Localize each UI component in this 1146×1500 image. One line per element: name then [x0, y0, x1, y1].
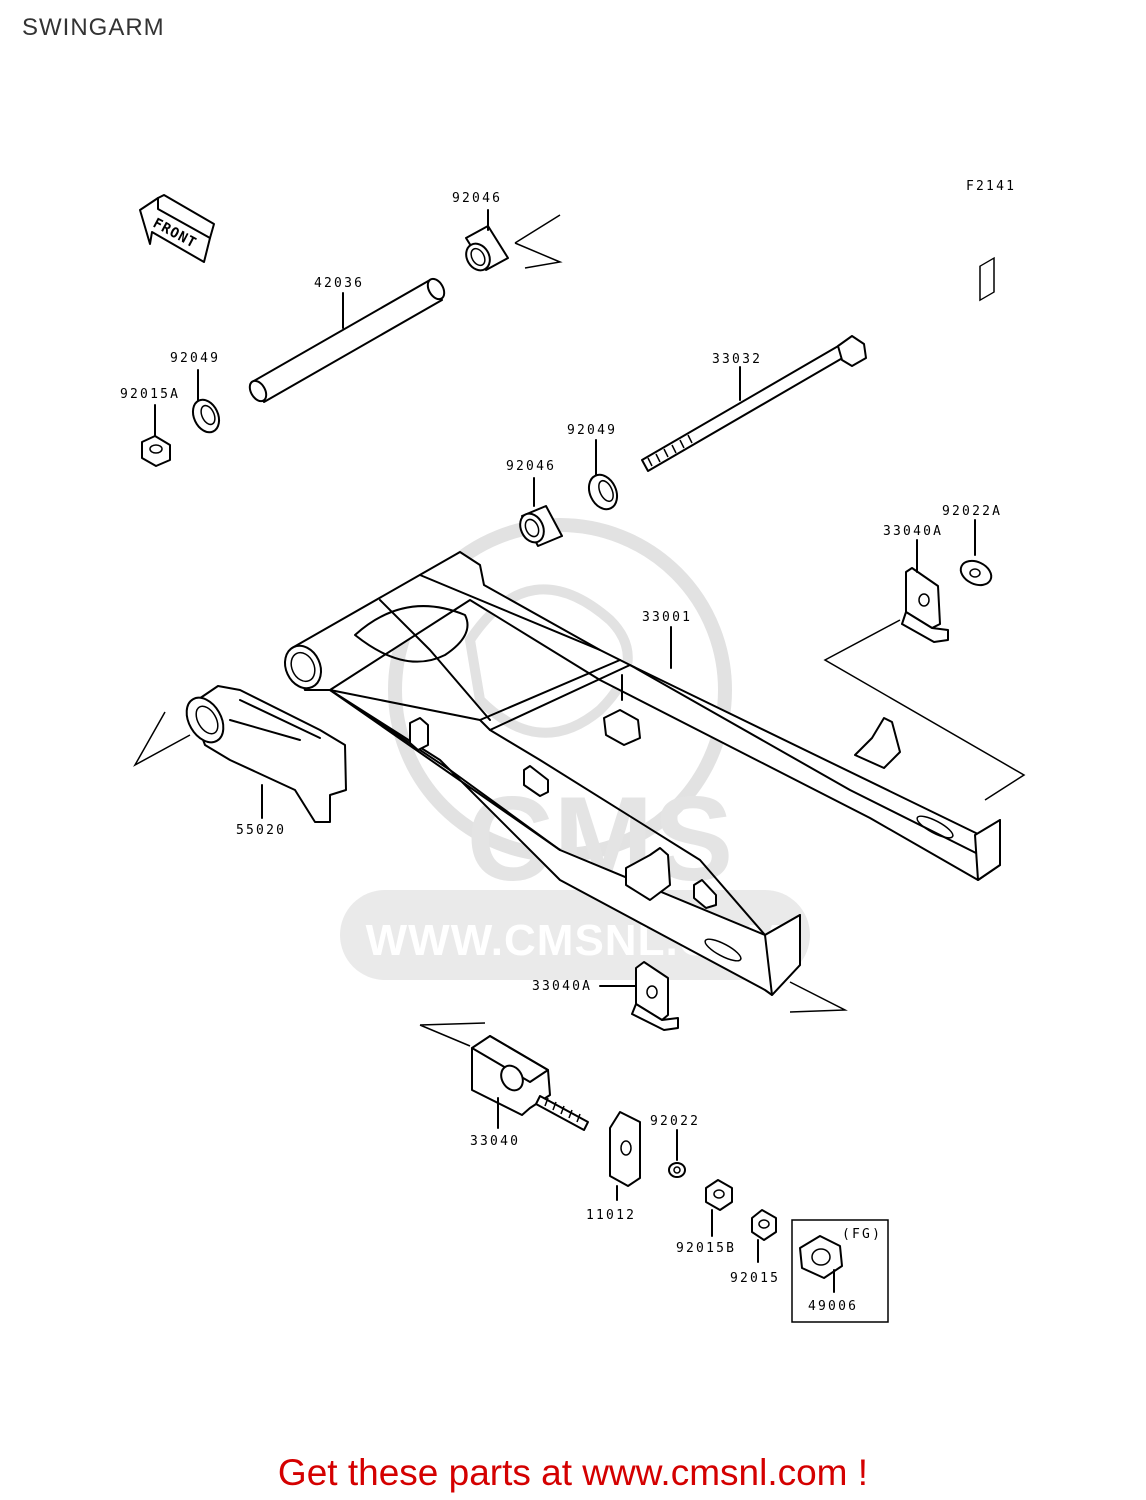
figure-code: F2141	[966, 179, 1016, 194]
front-arrow-icon: FRONT	[139, 194, 215, 263]
bracket-33040a-lower	[599, 961, 848, 1031]
adjuster-33040	[419, 1022, 589, 1131]
variant-note: (FG)	[842, 1227, 882, 1242]
page-title: SWINGARM	[22, 14, 165, 41]
label-33040: 33040	[470, 1134, 520, 1149]
washer-92022a	[959, 519, 993, 587]
nut-92015a	[141, 404, 171, 467]
footer-link[interactable]: Get these parts at www.cmsnl.com !	[277, 1452, 869, 1493]
label-92015: 92015	[730, 1271, 780, 1286]
bracket-33040a-upper	[823, 539, 1026, 801]
label-33040a-upper: 33040A	[883, 524, 943, 539]
label-92015a: 92015A	[120, 387, 180, 402]
sleeve-42036	[248, 277, 446, 403]
label-92022: 92022	[650, 1114, 700, 1129]
label-92046-top: 92046	[452, 191, 502, 206]
label-55020: 55020	[236, 823, 286, 838]
label-92022a: 92022A	[942, 504, 1002, 519]
seal-92049-left	[191, 369, 221, 434]
plate-11012	[609, 1111, 641, 1201]
label-33001: 33001	[642, 610, 692, 625]
label-92046-mid: 92046	[506, 459, 556, 474]
nut-92015b	[705, 1179, 733, 1237]
label-92015b: 92015B	[676, 1241, 736, 1256]
bearing-92046-top	[465, 209, 563, 272]
nut-92015	[751, 1209, 777, 1263]
label-49006: 49006	[808, 1299, 858, 1314]
label-92049-right: 92049	[567, 423, 617, 438]
bolt-33032	[641, 335, 867, 472]
label-92049-left: 92049	[170, 351, 220, 366]
label-11012: 11012	[586, 1208, 636, 1223]
washer-92022	[668, 1129, 686, 1178]
label-33040a-lower: 33040A	[532, 979, 592, 994]
chain-guide-55020	[133, 685, 347, 823]
label-33032: 33032	[712, 352, 762, 367]
swingarm-33001	[284, 256, 1001, 996]
label-42036: 42036	[314, 276, 364, 291]
bearing-92046-mid	[519, 477, 563, 547]
seal-92049-right	[587, 439, 619, 511]
variant-box-49006	[791, 1219, 889, 1323]
